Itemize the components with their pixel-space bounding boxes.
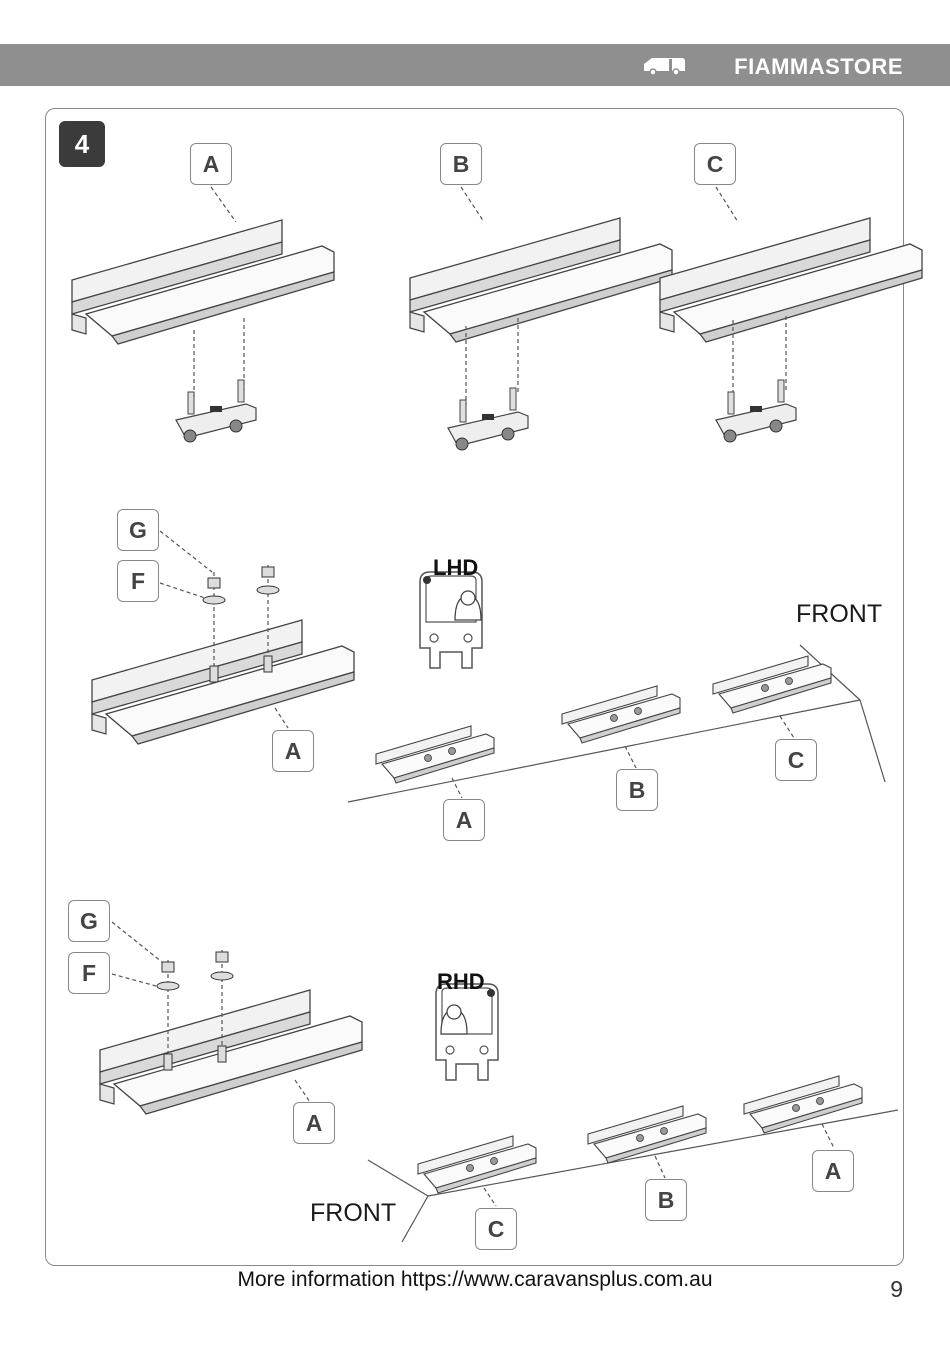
nut-label-g: G (117, 509, 159, 551)
nut-label-g: G (68, 900, 110, 942)
layout-label-b: B (616, 769, 658, 811)
part-label-b: B (440, 143, 482, 185)
layout-label-c: C (475, 1208, 517, 1250)
rhd-badge: RHD (437, 969, 485, 994)
footer-info-link[interactable]: More information https://www.caravansplu… (237, 1268, 713, 1291)
lhd-badge: LHD (433, 555, 479, 580)
layout-label-a: A (443, 799, 485, 841)
campervan-icon (644, 58, 685, 76)
instruction-frame (45, 108, 904, 1266)
front-label: FRONT (796, 600, 883, 628)
rail-label-a: A (293, 1102, 335, 1144)
part-label-a: A (190, 143, 232, 185)
step-number-badge: 4 (59, 121, 105, 167)
header-bar: FIAMMASTORE (0, 44, 950, 86)
front-label: FRONT (310, 1199, 397, 1227)
layout-label-a: A (812, 1150, 854, 1192)
layout-label-c: C (775, 739, 817, 781)
part-label-c: C (694, 143, 736, 185)
brand-title: FIAMMASTORE (734, 54, 903, 79)
washer-label-f: F (68, 952, 110, 994)
page-number: 9 (890, 1276, 903, 1302)
layout-label-b: B (645, 1179, 687, 1221)
washer-label-f: F (117, 560, 159, 602)
rail-label-a: A (272, 730, 314, 772)
